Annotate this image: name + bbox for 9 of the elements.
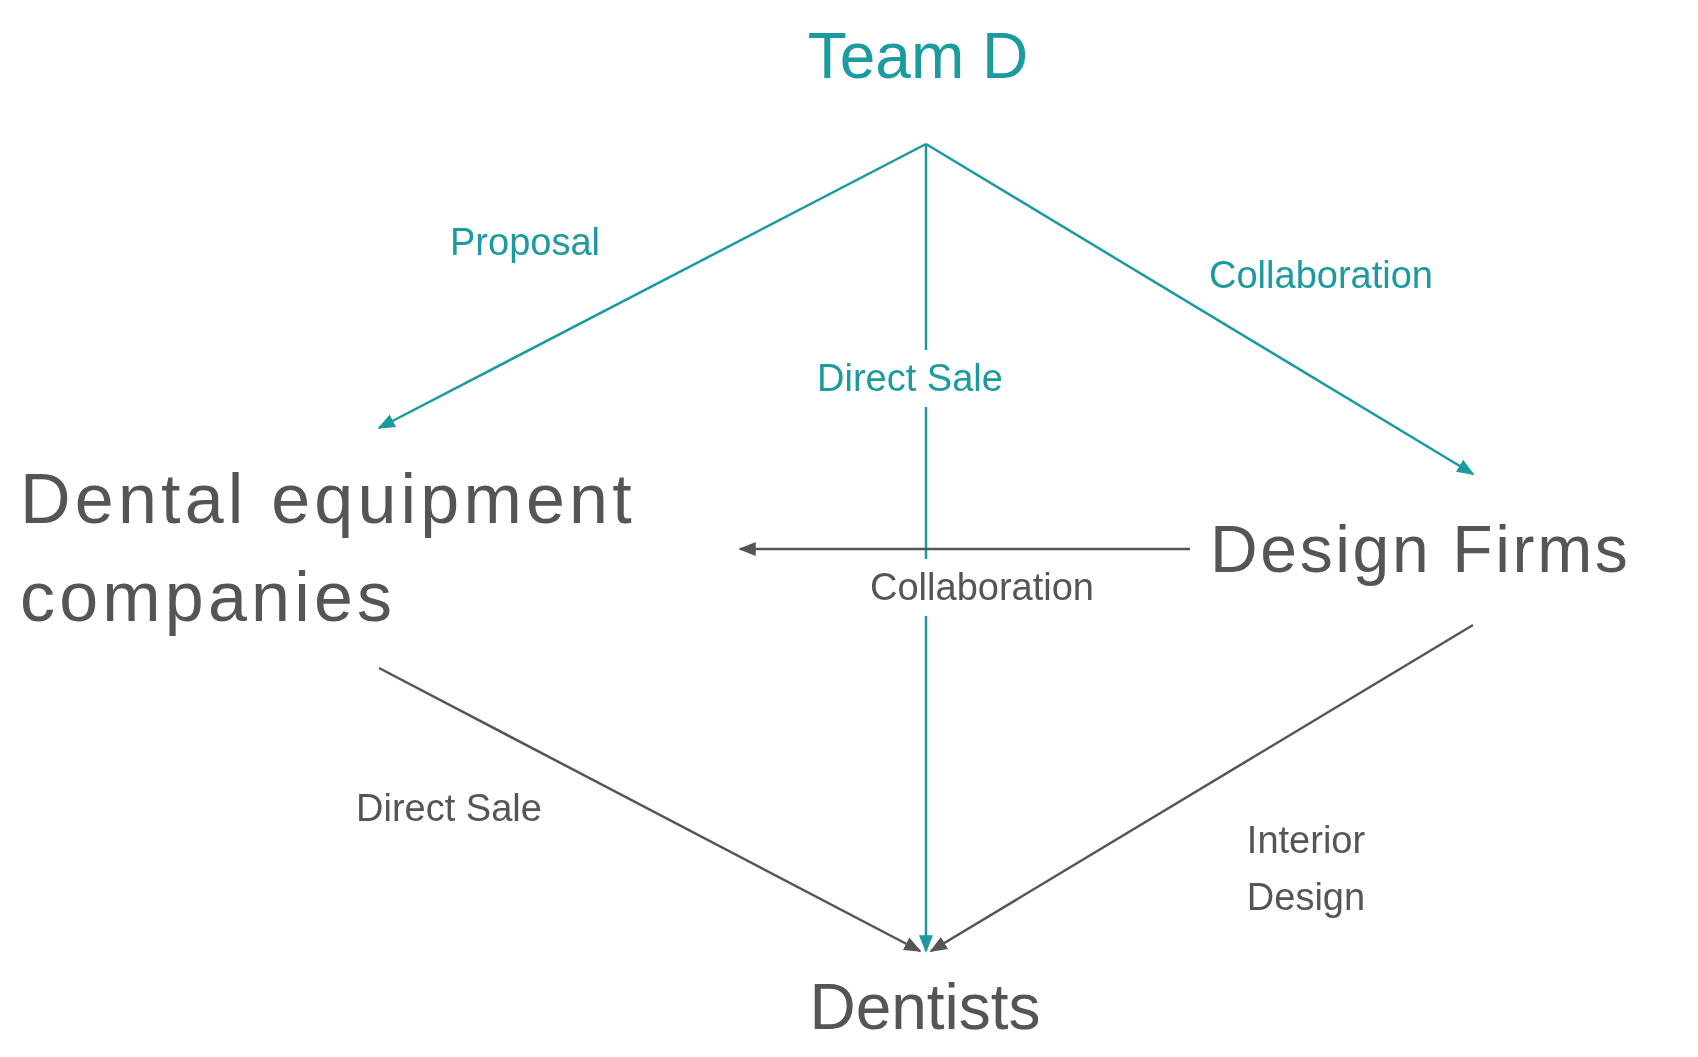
arrow bbox=[378, 666, 922, 953]
arrow bbox=[929, 623, 1474, 953]
arrow bbox=[925, 142, 1475, 476]
arrow bbox=[377, 142, 927, 430]
node-label: Design Firms bbox=[1190, 474, 1695, 625]
node-label: Dentists bbox=[720, 951, 1130, 1055]
node-label: Team D bbox=[718, 8, 1118, 144]
arrow bbox=[738, 542, 1190, 556]
node-label: Dental equipment companies bbox=[20, 428, 740, 668]
